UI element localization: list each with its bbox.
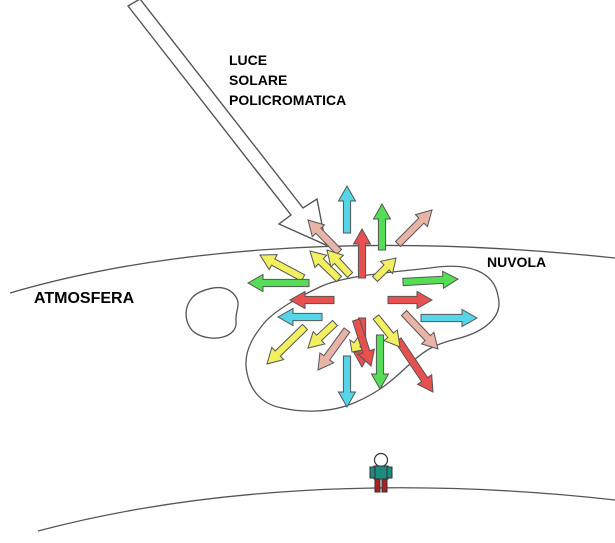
scattered-arrow-yellow-icon [309,250,343,283]
scattered-arrow-cyan-icon [337,355,357,409]
scattered-light-arrows [246,184,479,409]
scattered-arrow-red-icon [394,337,434,393]
scattered-arrow-green-icon [372,202,392,251]
scattered-arrow-yellow-icon [259,254,306,282]
scattered-arrow-cyan-icon [337,184,357,234]
atmosphere-boundary [9,244,615,294]
scattered-arrow-pink-icon [394,209,433,248]
scattered-arrow-yellow-icon [372,314,401,348]
sunlight-label: LUCE SOLARE POLICROMATICA [229,50,346,110]
sunlight-label-line2: SOLARE [229,72,288,88]
scattered-arrow-pink-icon [307,219,343,256]
sunlight-label-line1: LUCE [229,52,268,68]
scattered-arrow-pink-icon [317,327,351,371]
scattered-arrow-red-icon [351,318,376,367]
scattered-arrow-pink-icon [400,309,439,350]
scattered-arrow-cyan-icon [420,308,479,328]
atmosphere-label: ATMOSFERA [34,290,135,307]
cloud-label: NUVOLA [487,254,547,270]
scattered-arrow-green-icon [370,334,390,391]
scattered-arrow-red-icon [288,290,335,310]
scattered-arrow-green-icon [402,270,460,290]
scattered-arrow-yellow-icon [266,323,309,365]
main-cloud [245,265,500,412]
sunlight-label-line3: POLICROMATICA [229,92,347,108]
earth-surface [37,487,615,532]
scattered-arrow-yellow-icon [371,257,397,283]
scattered-arrow-yellow-icon [326,249,354,279]
sunlight-arrow-icon [126,0,327,247]
scattered-arrow-green-icon [246,273,310,293]
small-cloud [185,287,239,339]
scattered-arrow-yellow-icon [307,319,339,349]
person-icon [369,452,393,493]
scattered-arrow-cyan-icon [276,307,323,327]
scattered-arrow-red-icon [352,227,372,279]
scattered-arrow-red-icon [387,290,434,310]
